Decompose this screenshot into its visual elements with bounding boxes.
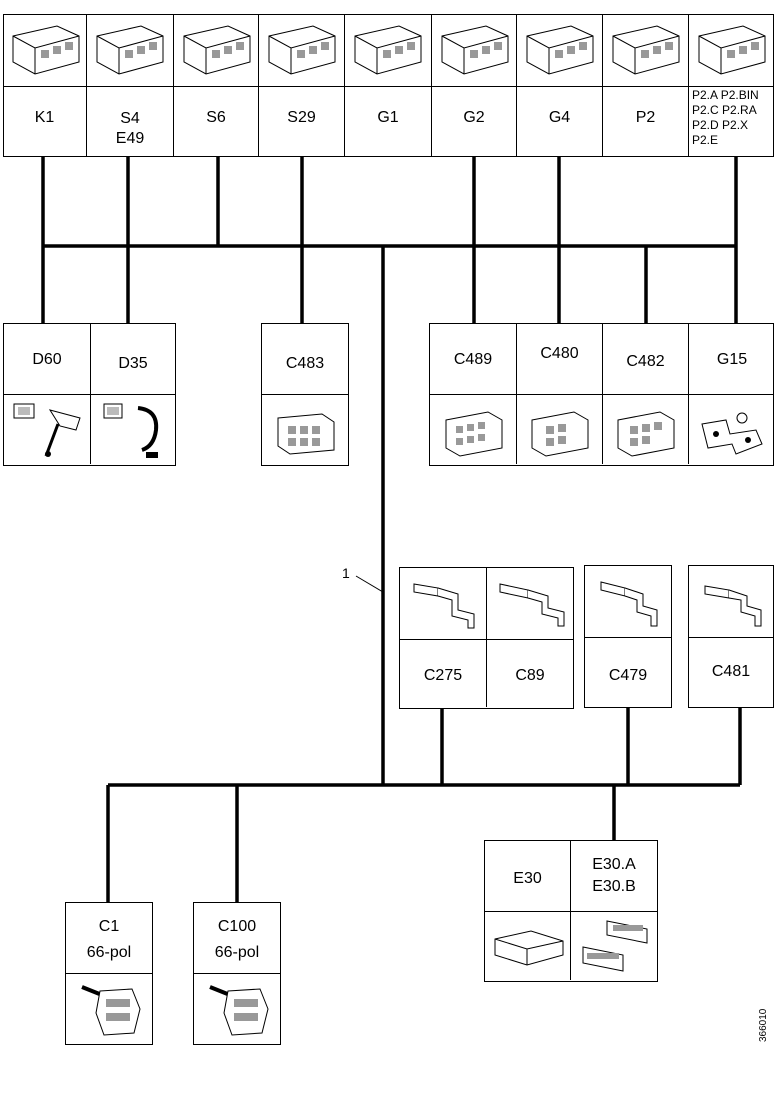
cell-c482: C482 bbox=[603, 324, 689, 464]
s29-connector-icon bbox=[268, 25, 336, 75]
top-label-g4-label: G4 bbox=[548, 109, 571, 126]
connector-box-e30: E30 E30.A E30.B bbox=[484, 840, 658, 982]
image-row bbox=[262, 394, 348, 466]
top-label-p2x-label2: P2.C P2.RA bbox=[692, 103, 757, 117]
label-c480: C480 bbox=[540, 345, 579, 362]
image-row bbox=[194, 973, 280, 1045]
cell-c89: C89 bbox=[487, 568, 573, 707]
g1-connector-icon bbox=[354, 25, 422, 75]
label-e30a: E30.A bbox=[592, 856, 636, 873]
top-label-s6-label: S6 bbox=[206, 109, 226, 126]
top-label-k1-label: K1 bbox=[34, 109, 55, 126]
top-image-row bbox=[4, 15, 773, 87]
p2x-connector-icon bbox=[698, 25, 766, 75]
c482-connector-icon bbox=[617, 411, 675, 457]
label-c1-pol: 66-pol bbox=[86, 944, 132, 961]
cell-e30: E30 bbox=[485, 841, 571, 980]
top-cell-k1: K1 bbox=[3, 14, 87, 157]
image-row bbox=[430, 394, 773, 466]
top-label-s4-label2: E49 bbox=[115, 130, 145, 147]
label-c275: C275 bbox=[423, 667, 463, 684]
top-label-g1-label: G1 bbox=[377, 109, 399, 126]
c483-connector-icon bbox=[277, 413, 335, 455]
terminal-box-c479: C479 bbox=[584, 565, 672, 708]
top-label-s29-label: S29 bbox=[287, 109, 316, 126]
label-c1: C1 bbox=[98, 918, 120, 935]
label-e30: E30 bbox=[513, 870, 542, 887]
top-label-p2x-label3: P2.D P2.X bbox=[692, 118, 749, 132]
c489-connector-icon bbox=[445, 411, 503, 457]
c89-terminal-icon bbox=[499, 583, 565, 627]
top-label-s4-label: S4 bbox=[120, 110, 140, 127]
d60-connector-icon bbox=[13, 403, 81, 457]
label-c489: C489 bbox=[453, 351, 493, 368]
label-d35: D35 bbox=[118, 355, 148, 372]
cell-c489: C489 bbox=[430, 324, 517, 464]
top-cell-g2: G2 bbox=[432, 14, 517, 157]
label-c89: C89 bbox=[515, 667, 545, 684]
image-row bbox=[689, 566, 773, 638]
top-label-p2x-label: P2.A P2.BIN bbox=[692, 88, 759, 102]
image-row bbox=[585, 566, 671, 638]
image-row bbox=[4, 394, 175, 466]
c480-connector-icon bbox=[531, 411, 589, 457]
label-e30b: E30.B bbox=[592, 878, 636, 895]
c275-terminal-icon bbox=[413, 583, 475, 629]
p2-connector-icon bbox=[612, 25, 680, 75]
label-c483: C483 bbox=[285, 355, 325, 372]
image-row bbox=[485, 911, 657, 983]
top-cell-s6: S6 bbox=[174, 14, 259, 157]
g4-connector-icon bbox=[526, 25, 594, 75]
connector-box-c483: C483 bbox=[261, 323, 349, 466]
s4-connector-icon bbox=[96, 25, 164, 75]
c479-terminal-icon bbox=[600, 581, 658, 627]
d35-connector-icon bbox=[103, 403, 159, 458]
e30-control-unit-icon bbox=[494, 930, 564, 966]
top-label-g2-label: G2 bbox=[463, 109, 485, 126]
top-label-p2x-label4: P2.E bbox=[692, 133, 719, 147]
label-c479: C479 bbox=[608, 667, 648, 684]
top-cell-g4: G4 bbox=[517, 14, 603, 157]
label-c100-pol: 66-pol bbox=[214, 944, 260, 961]
label-c481: C481 bbox=[711, 663, 751, 680]
top-cell-s29: S29 bbox=[259, 14, 345, 157]
s6-connector-icon bbox=[183, 25, 251, 75]
cell-c275: C275 bbox=[400, 568, 487, 707]
connector-box-d60-d35: D60 D35 bbox=[3, 323, 176, 466]
g15-connector-icon bbox=[701, 412, 763, 455]
image-id: 366010 bbox=[758, 1008, 769, 1042]
callout-1: 1 bbox=[342, 565, 350, 581]
terminal-box-c481: C481 bbox=[688, 565, 774, 708]
label-g15: G15 bbox=[716, 351, 748, 368]
label-d60: D60 bbox=[32, 351, 62, 368]
connector-box-c1: C1 66-pol bbox=[65, 902, 153, 1045]
top-cell-p2: P2 bbox=[603, 14, 689, 157]
label-c482: C482 bbox=[626, 353, 665, 370]
label-c100: C100 bbox=[217, 918, 257, 935]
c100-connector-icon bbox=[209, 985, 269, 1036]
connector-box-c489-g15: C489 C480 C482 G15 bbox=[429, 323, 774, 466]
k1-connector-icon bbox=[12, 25, 80, 75]
connector-box-c100: C100 66-pol bbox=[193, 902, 281, 1045]
e30ab-connector-icon bbox=[582, 920, 648, 972]
cell-g15: G15 bbox=[689, 324, 775, 464]
cell-c480: C480 bbox=[517, 324, 603, 464]
terminal-box-c275-c89: C275 C89 bbox=[399, 567, 574, 709]
c1-connector-icon bbox=[81, 985, 141, 1036]
top-label-p2-label: P2 bbox=[635, 109, 656, 126]
image-row bbox=[66, 973, 152, 1045]
g2-connector-icon bbox=[441, 25, 509, 75]
top-cell-g1: G1 bbox=[345, 14, 432, 157]
cell-e30ab: E30.A E30.B bbox=[571, 841, 657, 980]
c481-terminal-icon bbox=[704, 585, 762, 627]
